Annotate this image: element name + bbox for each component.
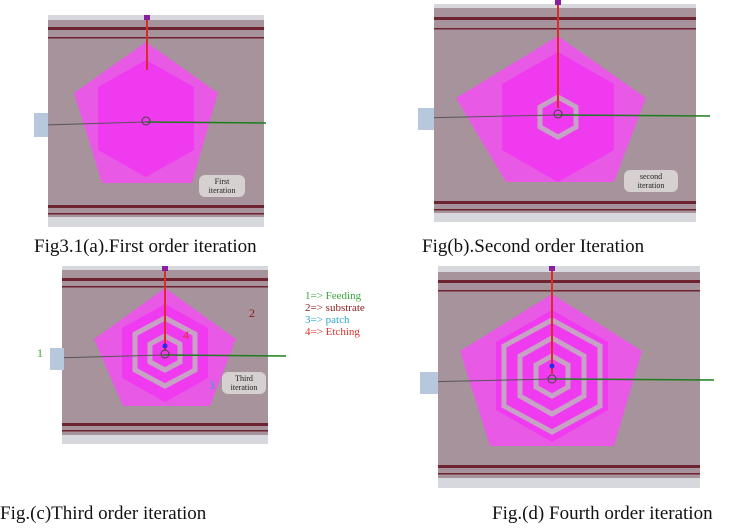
- ground-line: [162, 354, 287, 357]
- marker-3: 3: [209, 378, 215, 392]
- legend-item-substrate: 2=> substrate: [305, 302, 365, 314]
- figure-panel-c: [48, 266, 288, 444]
- etched-slots: [132, 315, 198, 389]
- antenna-diagram-d: [419, 266, 715, 488]
- etched-slots: [537, 94, 579, 140]
- caption-d: Fig.(d) Fourth order iteration: [492, 503, 713, 524]
- legend-item-etching: 4=> Etching: [305, 326, 360, 338]
- legend: 1=> Feeding 2=> substrate 3=> patch 4=> …: [305, 290, 365, 338]
- port-connector: [420, 372, 438, 394]
- port-connector: [50, 348, 64, 370]
- caption-c: Fig.(c)Third order iteration: [0, 503, 207, 524]
- etched-slots: [501, 317, 603, 435]
- marker-2: 2: [249, 306, 255, 320]
- antenna-diagram-a: [34, 15, 267, 227]
- ground-line: [145, 121, 267, 124]
- ground-line: [549, 378, 715, 381]
- figure-panel-a: [34, 15, 278, 227]
- hexagon-patch: [98, 60, 194, 177]
- ground-line: [555, 114, 711, 117]
- marker-1: 1: [37, 346, 43, 360]
- legend-item-patch: 3=> patch: [305, 314, 350, 326]
- legend-item-feeding: 1=> Feeding: [305, 290, 362, 302]
- port-connector: [418, 108, 434, 130]
- figure-panel-d: [418, 266, 718, 490]
- antenna-diagram-c: [50, 266, 287, 444]
- hexagon-patch: [502, 52, 614, 182]
- marker-4: 4: [183, 328, 189, 342]
- hexagon-patch: [496, 310, 608, 442]
- port-connector: [34, 113, 48, 137]
- caption-b: Fig(b).Second order Iteration: [422, 236, 645, 257]
- caption-a: Fig3.1(a).First order iteration: [34, 236, 257, 257]
